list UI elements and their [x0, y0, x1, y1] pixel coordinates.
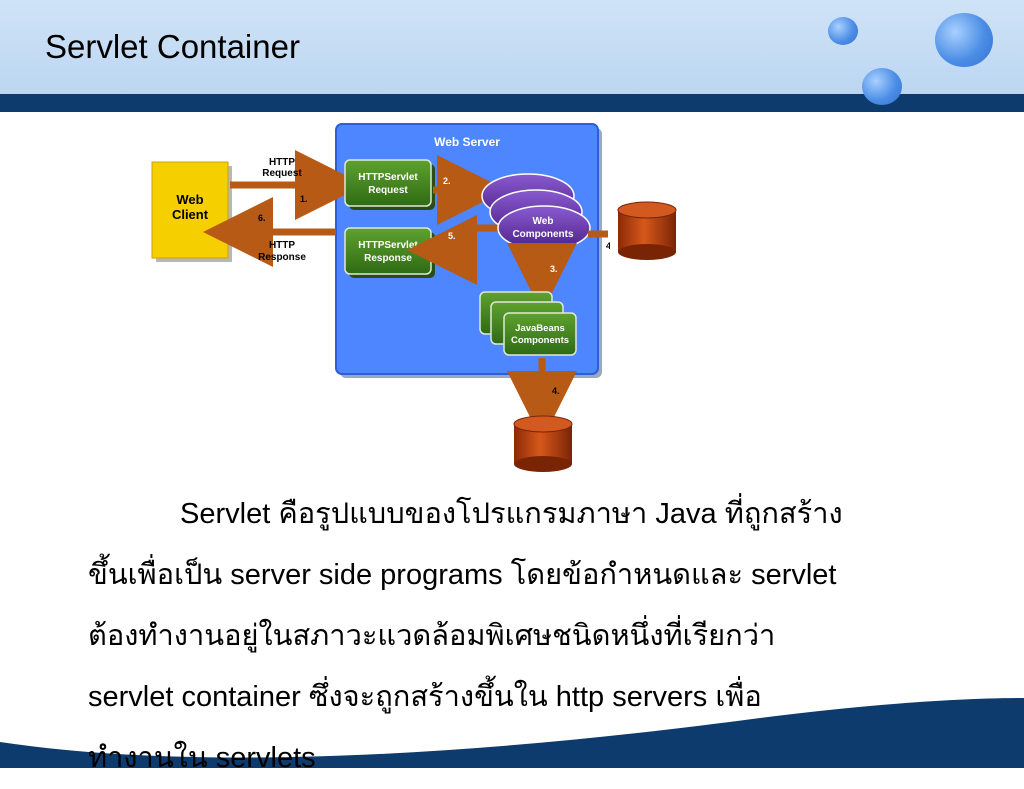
decorative-bubble-small: [828, 17, 858, 45]
web-components-label-line1: Web: [533, 216, 554, 227]
body-line-5: ทำงานใน servlets: [88, 742, 316, 774]
web-client-label-line2: Client: [172, 207, 209, 222]
http-request-label-line2: Request: [262, 168, 302, 179]
body-line-2: ขึ้นเพื่อเป็น server side programs โดยข้…: [88, 559, 837, 591]
slide-title: Servlet Container: [45, 28, 300, 65]
database-bottom: [513, 415, 573, 472]
decorative-bubble-medium: [862, 68, 902, 105]
body-line-1-text: Servlet คือรูปแบบของโปรแกรมภาษา Java ที่…: [180, 498, 843, 530]
web-client-label-line1: Web: [176, 192, 203, 207]
body-paragraph: Servlet คือรูปแบบของโปรแกรมภาษา Java ที่…: [88, 484, 958, 789]
javabeans-components-stack: [479, 291, 577, 356]
step-label-6: 6.: [258, 213, 266, 223]
web-components-stack: [481, 173, 591, 251]
database-right: [617, 201, 677, 260]
web-server-label: Web Server: [434, 135, 500, 149]
http-response-label-line2: Response: [258, 252, 306, 263]
http-response-label-line1: HTTP: [269, 240, 295, 251]
httpservlet-request-box: [344, 159, 435, 210]
servlet-container-diagram: Web Server Web Client HTTP Request 1. 6.…: [151, 123, 610, 441]
httpservlet-request-label-line1: HTTPServlet: [358, 172, 418, 183]
step-label-4-right: 4.: [606, 241, 610, 251]
step-label-4-down: 4.: [552, 386, 560, 396]
decorative-bubble-large: [935, 13, 993, 67]
arrow-step-5: [407, 215, 506, 285]
title-divider-bar: [0, 94, 1024, 112]
httpservlet-response-label-line2: Response: [364, 253, 412, 264]
httpservlet-request-label-line2: Request: [368, 185, 408, 196]
step-label-5: 5.: [448, 231, 456, 241]
http-request-label-line1: HTTP: [269, 157, 295, 168]
bottom-wave-decoration: [0, 694, 1024, 768]
web-components-label-line2: Components: [512, 229, 574, 240]
httpservlet-response-label-line1: HTTPServlet: [358, 240, 418, 251]
step-label-3: 3.: [550, 264, 558, 274]
javabeans-label-line2: Components: [511, 335, 569, 346]
body-line-4: servlet container ซึ่งจะถูกสร้างขึ้นใน h…: [88, 681, 762, 713]
title-band: [0, 0, 1024, 94]
body-line-1: Servlet คือรูปแบบของโปรแกรมภาษา Java ที่…: [88, 484, 958, 545]
step-label-2: 2.: [443, 176, 451, 186]
javabeans-label-line1: JavaBeans: [515, 323, 565, 334]
body-line-3: ต้องทำงานอยู่ในสภาวะแวดล้อมพิเศษชนิดหนึ่…: [88, 620, 776, 652]
step-label-1: 1.: [300, 194, 308, 204]
